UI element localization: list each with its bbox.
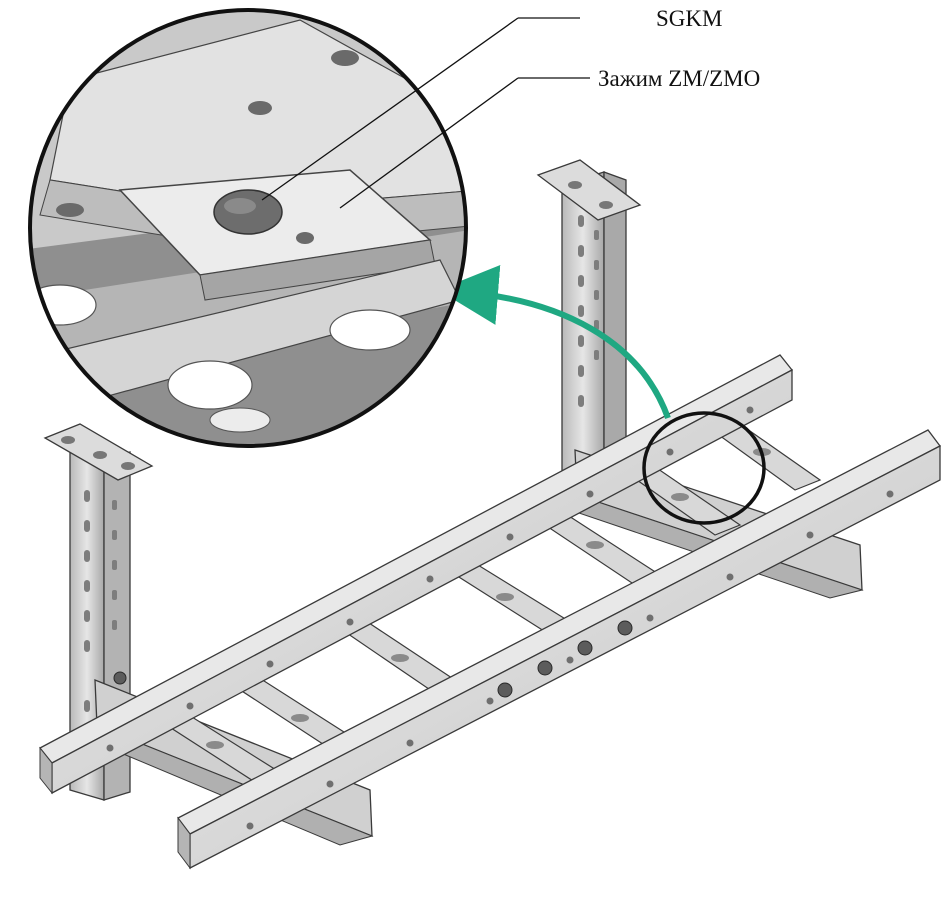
- rail-bolts: [113, 620, 633, 698]
- far-side-rail: [39, 354, 793, 795]
- detail-marker-ring: [642, 411, 766, 525]
- magnified-detail: [28, 8, 468, 448]
- label-sgkm: SGKM: [656, 6, 722, 31]
- leader-lines: [261, 17, 590, 209]
- rung-perforations: [206, 448, 771, 749]
- callout-arrow: [438, 265, 671, 420]
- near-side-rail: [177, 429, 941, 870]
- label-clamp-zm-zmo: Зажим ZM/ZMO: [598, 66, 760, 91]
